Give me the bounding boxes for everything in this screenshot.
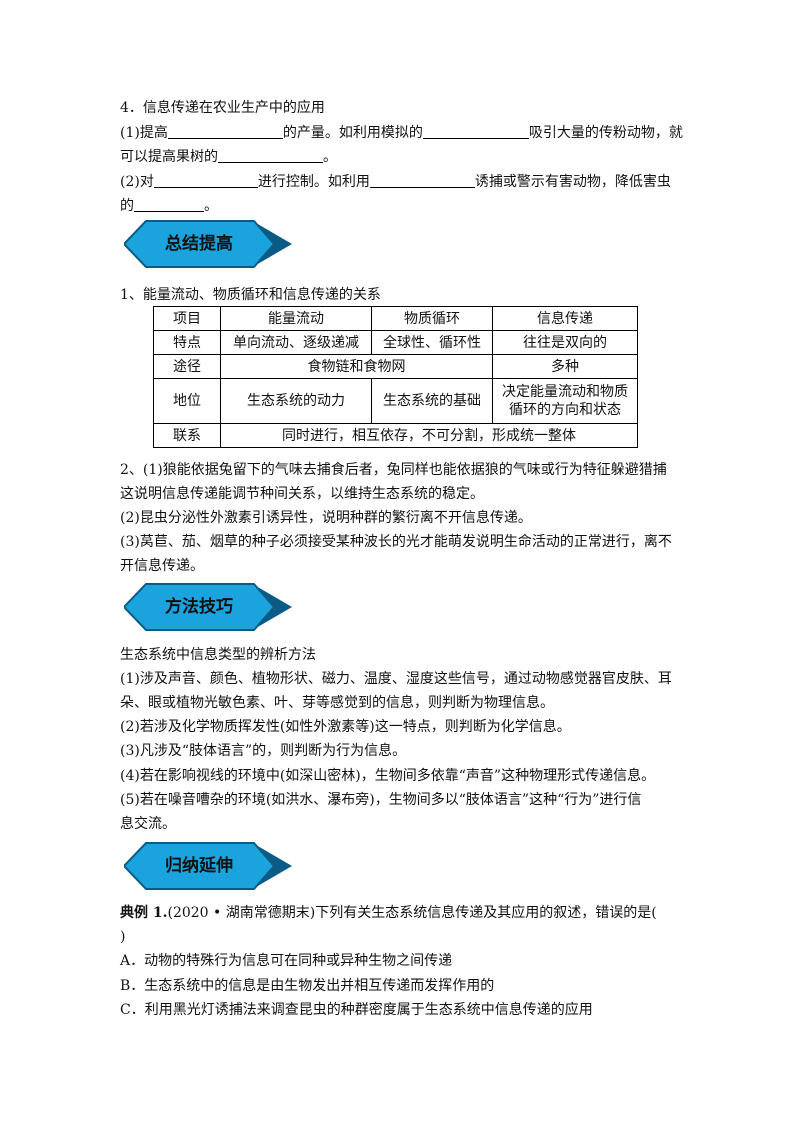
table-cell: 全球性、循环性 <box>371 330 493 355</box>
relation-table: 项目 能量流动 物质循环 信息传递 特点 单向流动、逐级递减 全球性、循环性 往… <box>153 306 638 448</box>
example-label: 典例 1. <box>120 905 168 921</box>
table-cell: 物质循环 <box>371 306 493 331</box>
extend-badge: 归纳延伸 <box>124 841 294 891</box>
fill-blank[interactable] <box>167 124 283 139</box>
table-row: 途径 食物链和食物网 多种 <box>153 354 638 379</box>
section-4-line-3: (2)对 进行控制。如利用 诱捕或警示有害动物，降低害虫 <box>120 173 671 191</box>
method-line-4: (3)凡涉及“肢体语言”的，则判断为行为信息。 <box>120 743 407 759</box>
method-line-2: 朵、眼或植物光敏色素、叶、芽等感觉到的信息，则判断为物理信息。 <box>120 695 554 711</box>
example-stem-text: (2020 • 湖南常德期末)下列有关生态系统信息传递及其应用的叙述，错误的是( <box>167 905 657 921</box>
text: 吸引大量的传粉动物，就 <box>528 125 683 141</box>
diamond-banner-icon <box>124 220 292 268</box>
text: 进行控制。如利用 <box>257 174 370 190</box>
table-row: 项目 能量流动 物质循环 信息传递 <box>153 306 638 331</box>
method-line-5: (4)若在影响视线的环境中(如深山密林)，生物间多依靠“声音”这种物理形式传递信… <box>120 768 656 784</box>
example-stem-end: ) <box>120 929 126 945</box>
fill-blank[interactable] <box>218 148 323 163</box>
table-cell: 地位 <box>153 378 221 424</box>
cell-line: 循环的方向和状态 <box>509 402 621 418</box>
table-row: 特点 单向流动、逐级递减 全球性、循环性 往往是双向的 <box>153 330 638 355</box>
table-cell: 途径 <box>153 354 221 379</box>
fill-blank[interactable] <box>134 197 204 212</box>
method-line-1: (1)涉及声音、颜色、植物形状、磁力、温度、湿度这些信号，通过动物感觉器官皮肤、… <box>120 671 672 687</box>
option-b[interactable]: B．生态系统中的信息是由生物发出并相互传递而发挥作用的 <box>120 978 495 994</box>
table-cell: 联系 <box>153 423 221 448</box>
text: 的产量。如利用模拟的 <box>282 125 423 141</box>
table-cell: 特点 <box>153 330 221 355</box>
section-4-line-1: (1)提高 的产量。如利用模拟的 吸引大量的传粉动物，就 <box>120 124 683 142</box>
method-line-3: (2)若涉及化学物质挥发性(如性外激素等)这一特点，则判断为化学信息。 <box>120 719 571 735</box>
table-cell: 能量流动 <box>220 306 372 331</box>
text: 。 <box>323 149 337 165</box>
fill-blank[interactable] <box>369 173 475 188</box>
fill-blank[interactable] <box>153 173 258 188</box>
badge-label: 方法技巧 <box>165 597 233 617</box>
text: (1)提高 <box>120 125 168 141</box>
example-stem: 典例 1.(2020 • 湖南常德期末)下列有关生态系统信息传递及其应用的叙述，… <box>120 904 657 922</box>
option-c[interactable]: C．利用黑光灯诱捕法来调查昆虫的种群密度属于生态系统中信息传递的应用 <box>120 1002 593 1018</box>
text: 可以提高果树的 <box>120 149 218 165</box>
diamond-banner-icon <box>124 842 292 890</box>
table-row: 地位 生态系统的动力 生态系统的基础 决定能量流动和物质 循环的方向和状态 <box>153 378 638 424</box>
option-a[interactable]: A．动物的特殊行为信息可在同种或异种生物之间传递 <box>120 953 453 969</box>
table-cell: 往往是双向的 <box>492 330 638 355</box>
method-title: 生态系统中信息类型的辨析方法 <box>120 647 316 663</box>
diamond-banner-icon <box>124 583 292 631</box>
badge-label: 总结提高 <box>165 234 233 254</box>
table-cell: 单向流动、逐级递减 <box>220 330 372 355</box>
method-line-7: 息交流。 <box>120 816 176 832</box>
table-cell: 生态系统的动力 <box>220 378 372 424</box>
table-cell: 项目 <box>153 306 221 331</box>
table-cell: 食物链和食物网 <box>220 354 493 379</box>
point2-line-1: 2、(1)狼能依据兔留下的气味去捕食后者，兔同样也能依据狼的气味或行为特征躲避猎… <box>120 462 667 478</box>
point2-line-4: (3)莴苣、茄、烟草的种子必须接受某种波长的光才能萌发说明生命活动的正常进行，离… <box>120 534 672 550</box>
section-4-line-4: 的。 <box>120 197 218 215</box>
fill-blank[interactable] <box>422 124 529 139</box>
text: 的 <box>120 198 134 214</box>
cell-line: 决定能量流动和物质 <box>502 384 628 400</box>
point2-line-5: 开信息传递。 <box>120 558 204 574</box>
table-cell: 决定能量流动和物质 循环的方向和状态 <box>492 378 638 424</box>
table-cell: 生态系统的基础 <box>371 378 493 424</box>
badge-label: 归纳延伸 <box>165 856 233 876</box>
table-row: 联系 同时进行，相互依存，不可分割，形成统一整体 <box>153 423 638 448</box>
section-4-line-2: 可以提高果树的 。 <box>120 148 337 166</box>
text: 诱捕或警示有害动物，降低害虫 <box>474 174 671 190</box>
text: (2)对 <box>120 174 154 190</box>
text: 。 <box>204 198 218 214</box>
relation-title: 1、能量流动、物质循环和信息传递的关系 <box>120 287 381 303</box>
summary-badge: 总结提高 <box>124 219 294 269</box>
method-badge: 方法技巧 <box>124 582 294 632</box>
point2-line-2: 这说明信息传递能调节种间关系，以维持生态系统的稳定。 <box>120 486 484 502</box>
table-cell: 多种 <box>492 354 638 379</box>
section-4-title: 4．信息传递在农业生产中的应用 <box>120 100 325 116</box>
point2-line-3: (2)昆虫分泌性外激素引诱异性，说明种群的繁衍离不开信息传递。 <box>120 510 532 526</box>
table-cell: 信息传递 <box>492 306 638 331</box>
method-line-6: (5)若在噪音嘈杂的环境(如洪水、瀑布旁)，生物间多以“肢体语言”这种“行为”进… <box>120 792 642 808</box>
table-cell: 同时进行，相互依存，不可分割，形成统一整体 <box>220 423 638 448</box>
